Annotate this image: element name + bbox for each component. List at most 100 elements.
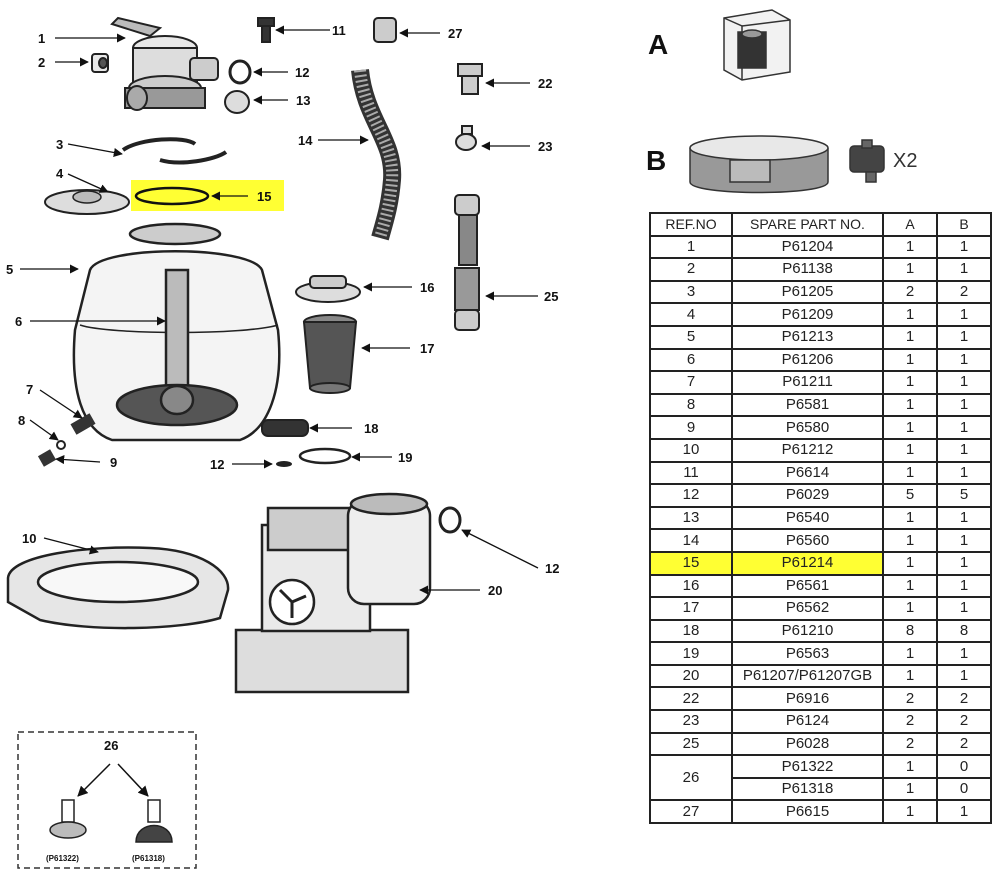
cell-part-no: P6560 bbox=[731, 528, 884, 553]
callout-27: 27 bbox=[448, 26, 462, 41]
cell-qty-b: 1 bbox=[936, 528, 992, 553]
cell-part-no: P6124 bbox=[731, 709, 884, 734]
cell-ref: 6 bbox=[649, 347, 733, 373]
cell-qty-b: 1 bbox=[936, 663, 992, 689]
callout-2: 2 bbox=[38, 55, 45, 70]
cell-ref: 1 bbox=[649, 234, 733, 260]
part-15-o-ring bbox=[134, 186, 210, 206]
cell-qty-a: 1 bbox=[882, 776, 938, 802]
cell-qty-b: 1 bbox=[936, 302, 992, 327]
cell-ref: 15 bbox=[649, 550, 733, 576]
cell-qty-a: 1 bbox=[882, 528, 938, 553]
callout-23: 23 bbox=[538, 139, 552, 154]
part-12-o-ring bbox=[228, 59, 252, 85]
cell-ref: 12 bbox=[649, 483, 733, 508]
cell-ref: 5 bbox=[649, 324, 733, 350]
callout-17: 17 bbox=[420, 341, 434, 356]
callout-16: 16 bbox=[420, 280, 434, 295]
cell-part-no: P6563 bbox=[731, 641, 884, 666]
callout-20: 20 bbox=[488, 583, 502, 598]
cell-qty-b: 1 bbox=[936, 257, 992, 282]
set-b-valve-image bbox=[849, 139, 885, 183]
callout-8: 8 bbox=[18, 413, 25, 428]
callout-1: 1 bbox=[38, 31, 45, 46]
set-b-pool-image bbox=[689, 135, 829, 194]
part-22-connector bbox=[457, 63, 483, 95]
callout-11: 11 bbox=[332, 23, 346, 38]
part-12-o-ring-lower bbox=[276, 461, 292, 467]
kit26-right-part: (P61318) bbox=[132, 854, 165, 863]
cell-qty-a: 1 bbox=[882, 370, 938, 395]
set-a-label: A bbox=[648, 29, 668, 60]
callout-4: 4 bbox=[56, 166, 64, 181]
cell-ref: 19 bbox=[649, 641, 733, 666]
cell-part-no: P61213 bbox=[731, 324, 884, 350]
cell-ref: 26 bbox=[649, 754, 733, 802]
callout-5: 5 bbox=[6, 262, 13, 277]
cell-part-no: P61207/P61207GB bbox=[731, 663, 884, 689]
cell-ref: 2 bbox=[649, 257, 733, 282]
callout-3: 3 bbox=[56, 137, 63, 152]
cell-qty-b: 1 bbox=[936, 460, 992, 486]
cell-qty-a: 1 bbox=[882, 257, 938, 282]
cell-qty-a: 1 bbox=[882, 302, 938, 327]
cell-part-no: P61205 bbox=[731, 279, 884, 305]
callout-6: 6 bbox=[15, 314, 22, 329]
cell-qty-b: 1 bbox=[936, 799, 992, 825]
cell-qty-a: 5 bbox=[882, 483, 938, 508]
cell-part-no: P6562 bbox=[731, 596, 884, 621]
cell-part-no: P6029 bbox=[731, 483, 884, 508]
callout-22: 22 bbox=[538, 76, 552, 91]
cell-qty-a: 1 bbox=[882, 641, 938, 666]
part-12-o-ring-pump bbox=[438, 506, 462, 534]
cell-qty-a: 8 bbox=[882, 618, 938, 644]
part-3-clamp bbox=[121, 137, 228, 165]
part-19-o-ring bbox=[298, 447, 352, 465]
cell-qty-b: 1 bbox=[936, 550, 992, 576]
cell-qty-b: 1 bbox=[936, 392, 992, 418]
cell-ref: 27 bbox=[649, 799, 733, 825]
callout-12-lower: 12 bbox=[210, 457, 224, 472]
cell-part-no: P61212 bbox=[731, 437, 884, 463]
table-header-row: REF.NO SPARE PART NO. A B bbox=[649, 212, 992, 237]
cell-qty-b: 5 bbox=[936, 483, 992, 508]
part-1-multiport-valve bbox=[110, 16, 219, 111]
cell-part-no: P61211 bbox=[731, 370, 884, 395]
cell-qty-a: 1 bbox=[882, 415, 938, 440]
cell-qty-a: 1 bbox=[882, 437, 938, 463]
cell-ref: 16 bbox=[649, 573, 733, 599]
cell-qty-b: 2 bbox=[936, 709, 992, 734]
part-27-connector bbox=[373, 17, 397, 43]
cell-qty-a: 2 bbox=[882, 279, 938, 305]
set-a-box-image bbox=[723, 9, 791, 81]
cell-qty-b: 2 bbox=[936, 279, 992, 305]
callout-10: 10 bbox=[22, 531, 36, 546]
callout-9: 9 bbox=[110, 455, 117, 470]
cell-ref: 18 bbox=[649, 618, 733, 644]
callout-7: 7 bbox=[26, 382, 33, 397]
cell-qty-a: 1 bbox=[882, 799, 938, 825]
callout-15: 15 bbox=[257, 189, 271, 204]
set-b-label: B bbox=[646, 145, 666, 176]
cell-qty-a: 2 bbox=[882, 686, 938, 712]
cell-qty-b: 1 bbox=[936, 347, 992, 373]
cell-ref: 20 bbox=[649, 663, 733, 689]
cell-part-no: P61210 bbox=[731, 618, 884, 644]
cell-ref: 17 bbox=[649, 596, 733, 621]
part-5-filter-tank bbox=[72, 222, 281, 442]
cell-part-no: P61214 bbox=[731, 550, 884, 576]
cell-ref: 8 bbox=[649, 392, 733, 418]
part-10-base bbox=[6, 546, 230, 630]
